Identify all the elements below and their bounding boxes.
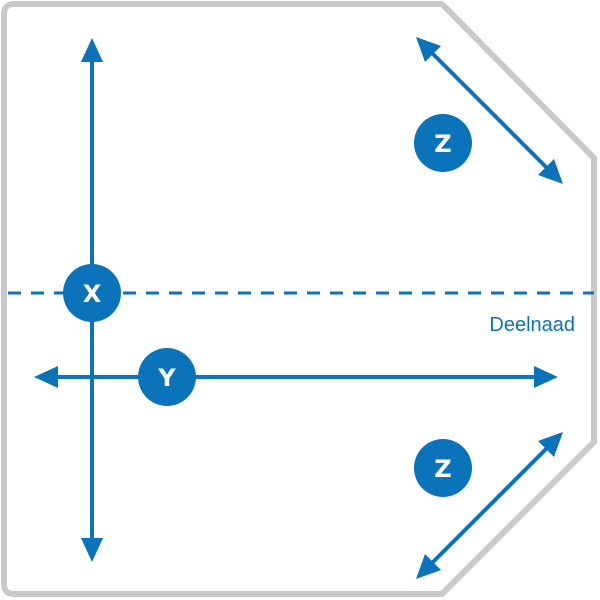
- badge-y-label: Y: [157, 364, 176, 392]
- z-arrow-top-head-lower: [538, 159, 563, 184]
- z-arrow-top: [416, 37, 563, 184]
- badge-z-top-label: Z: [434, 130, 451, 158]
- y-arrow-head-right: [534, 366, 558, 388]
- z-arrow-bottom: [416, 432, 563, 579]
- z-arrow-bottom-head-lower: [416, 554, 441, 579]
- seam-label: Deelnaad: [489, 314, 575, 336]
- x-arrow-head-bottom: [81, 538, 103, 562]
- badge-z-top: Z: [414, 114, 472, 172]
- badge-z-bottom: Z: [414, 439, 472, 497]
- z-arrow-bottom-head-upper: [538, 432, 563, 457]
- x-arrow-head-top: [81, 38, 103, 62]
- badge-z-bottom-label: Z: [434, 455, 451, 483]
- y-arrow-head-left: [34, 366, 58, 388]
- z-arrow-top-head-upper: [416, 37, 441, 62]
- badge-x: X: [63, 264, 121, 322]
- badge-y: Y: [138, 348, 196, 406]
- badge-x-label: X: [83, 280, 102, 308]
- y-arrow: [34, 366, 558, 388]
